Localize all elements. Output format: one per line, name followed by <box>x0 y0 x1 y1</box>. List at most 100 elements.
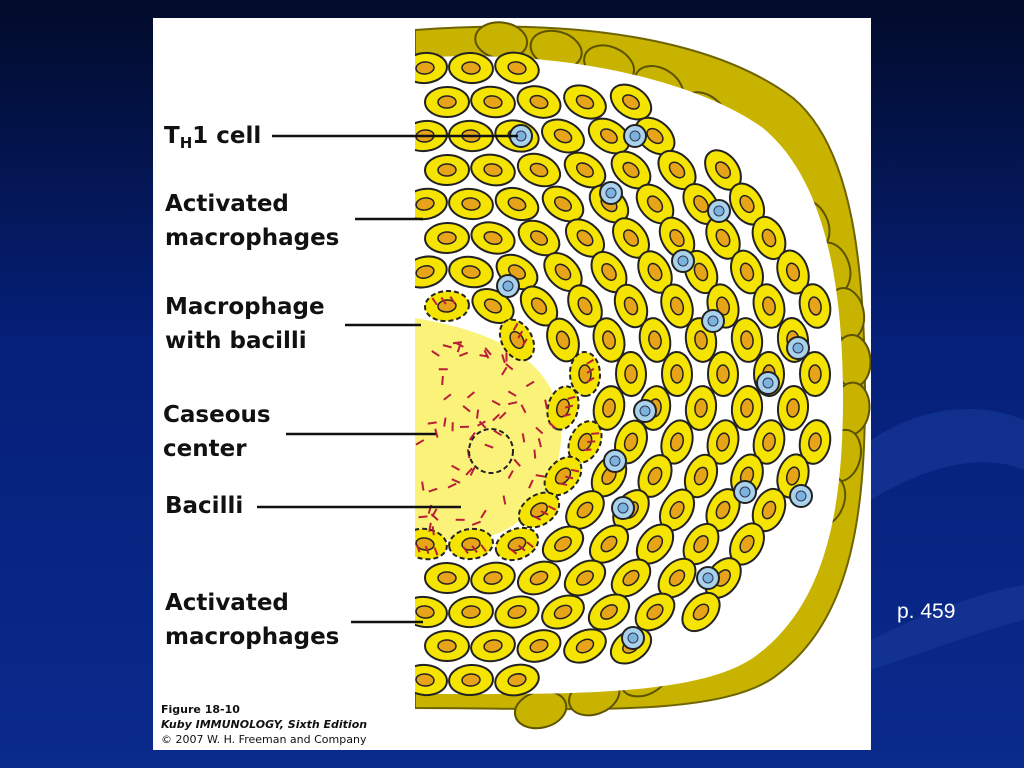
activated-macrophage <box>610 150 652 190</box>
macrophage-with-bacilli-label: Macrophage with bacilli <box>165 294 325 354</box>
activated-macrophage <box>516 629 562 663</box>
bacillus <box>501 354 506 364</box>
bacillus <box>458 351 469 357</box>
bacillus <box>442 344 452 349</box>
activated-macrophage <box>424 221 470 255</box>
activated-macrophage <box>448 187 494 221</box>
bacillus <box>483 349 490 359</box>
activated-macrophage <box>614 351 648 397</box>
activated-macrophage <box>681 591 721 633</box>
bacillus <box>491 399 501 406</box>
activated-macrophage <box>563 628 607 664</box>
caseous-center-label: Caseous center <box>163 402 271 462</box>
bacillus <box>528 479 534 489</box>
activated-macrophage <box>448 255 494 289</box>
bacillus <box>434 428 439 438</box>
activated-macrophage <box>541 525 585 563</box>
bacillus <box>548 421 557 430</box>
bacillus <box>415 439 425 446</box>
bacillus <box>431 508 438 518</box>
activated-macrophage <box>470 561 516 595</box>
activated-macrophage <box>660 283 694 329</box>
bacillus <box>508 401 518 406</box>
macrophage-with-bacilli <box>546 385 580 431</box>
bacillus <box>462 405 471 413</box>
macrophage-with-bacilli <box>448 527 494 561</box>
activated-macrophage <box>587 593 631 631</box>
activated-macrophage <box>728 182 766 226</box>
activated-macrophages-bottom-label: Activated macrophages <box>165 590 340 650</box>
activated-macrophage <box>683 453 719 499</box>
activated-macrophage <box>415 187 448 221</box>
activated-macrophage <box>638 317 672 363</box>
bacillus <box>451 478 461 484</box>
activated-macrophage <box>470 221 516 255</box>
bacillus <box>428 487 438 493</box>
activated-macrophage <box>424 629 470 663</box>
bacillus <box>535 426 544 435</box>
activated-macrophage <box>424 153 470 187</box>
bacillus <box>451 464 460 471</box>
macrophage-with-bacilli <box>498 318 536 362</box>
activated-macrophage <box>752 419 786 465</box>
activated-macrophage <box>517 219 561 257</box>
bacillus <box>535 474 545 478</box>
activated-macrophage <box>424 561 470 595</box>
activated-macrophage <box>751 487 787 533</box>
activated-macrophage <box>684 385 718 431</box>
bacillus <box>443 393 452 401</box>
activated-macrophage <box>567 284 603 328</box>
activated-macrophage <box>798 419 832 465</box>
activated-macrophage <box>415 255 448 289</box>
activated-macrophage <box>587 117 631 155</box>
bacillus <box>513 458 521 467</box>
activated-macrophage <box>776 249 810 295</box>
activated-macrophage <box>494 51 540 85</box>
activated-macrophage <box>516 560 562 596</box>
activated-macrophage <box>494 186 540 222</box>
bacillus <box>468 431 476 441</box>
activated-macrophage <box>660 351 694 397</box>
page-reference: p. 459 <box>897 600 956 623</box>
macrophage-with-bacilli <box>415 527 448 561</box>
activated-macrophage <box>415 51 448 85</box>
bacillus <box>471 520 481 526</box>
bacillus <box>431 526 435 536</box>
activated-macrophage <box>494 595 540 629</box>
bacillus <box>443 417 447 427</box>
bacillus <box>469 466 476 476</box>
bacillus <box>501 366 508 376</box>
activated-macrophage <box>730 317 764 363</box>
bacilli-label: Bacilli <box>165 493 244 519</box>
activated-macrophage <box>751 215 787 261</box>
activated-macrophage <box>590 250 628 294</box>
activated-macrophage <box>635 523 675 565</box>
activated-macrophage <box>592 317 626 363</box>
activated-macrophage <box>706 419 740 465</box>
macrophage-with-bacilli <box>543 455 583 497</box>
figure-number: Figure 18-10 <box>161 703 240 716</box>
bacillus <box>533 449 537 459</box>
activated-macrophage <box>798 351 832 397</box>
activated-macrophage <box>470 629 516 663</box>
activated-macrophage <box>637 250 673 294</box>
bacillus <box>452 341 463 345</box>
bacillus <box>421 481 425 491</box>
bacillus <box>505 363 514 371</box>
bacillus <box>493 429 503 437</box>
activated-macrophage <box>610 558 652 598</box>
activated-macrophage <box>658 216 696 260</box>
bacillus <box>476 409 480 419</box>
bacillus <box>447 482 457 489</box>
macrophage-with-bacilli <box>494 526 540 562</box>
activated-macrophage <box>563 559 607 597</box>
activated-macrophage <box>516 85 562 119</box>
macrophage-with-bacilli <box>568 351 602 397</box>
activated-macrophage <box>730 385 764 431</box>
bacillus <box>521 433 526 443</box>
bacillus <box>484 443 494 449</box>
activated-macrophage <box>592 385 626 431</box>
activated-macrophage <box>546 317 580 363</box>
activated-macrophage <box>448 595 494 629</box>
